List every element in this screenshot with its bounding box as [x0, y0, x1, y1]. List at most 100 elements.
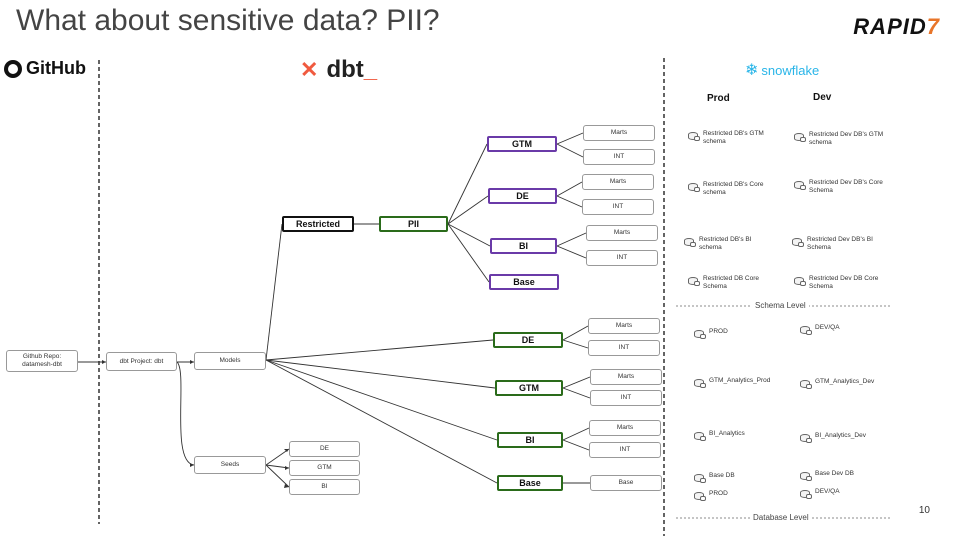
- database-icon: [684, 237, 696, 247]
- database-icon: [800, 325, 812, 335]
- database-icon: [688, 182, 700, 192]
- github-icon: [4, 59, 22, 78]
- arrow-seeds-gtm: [285, 466, 289, 470]
- schema-dev-label: Restricted Dev DB's GTM schema: [809, 131, 884, 147]
- connector-pii-de: [447, 195, 489, 225]
- github-logo-text: GitHub: [26, 58, 86, 78]
- dbt-project-node: dbt Project: dbt: [106, 352, 177, 371]
- database-icon: [694, 431, 706, 441]
- connector-models-de: [265, 339, 494, 361]
- gtm-node: GTM: [495, 380, 563, 396]
- dbt-icon: ✕: [300, 57, 319, 82]
- schema-dev-item: Restricted Dev DB's BI Schema: [792, 236, 884, 252]
- dbt-logo: ✕ dbt_: [300, 56, 377, 84]
- database-icon: [794, 180, 806, 190]
- connector-seeds-bi: [265, 464, 290, 488]
- connector-models-restricted: [265, 223, 283, 361]
- db-prod-item: Base DB: [694, 472, 774, 483]
- connector-pii-de-marts: [556, 181, 583, 197]
- connector-seeds-de: [265, 448, 290, 466]
- database-icon: [794, 132, 806, 142]
- pii-de-node: DE: [488, 188, 557, 204]
- pii-bi-int-node: INT: [586, 250, 658, 266]
- pii-de-int-node: INT: [582, 199, 654, 215]
- connector-pii-base: [447, 223, 490, 283]
- schema-dev-item: Restricted Dev DB Core Schema: [794, 275, 884, 291]
- connector-pii-bi-marts: [556, 232, 587, 247]
- gtm-int-node: INT: [590, 390, 662, 406]
- db-prod-label: Base DB: [709, 472, 735, 479]
- schema-prod-item: Restricted DB's Core schema: [688, 181, 768, 197]
- db-prod-label: PROD: [709, 328, 728, 335]
- de-marts-node: Marts: [588, 318, 660, 334]
- db-dev-label: DEV/QA: [815, 488, 840, 495]
- database-icon: [800, 379, 812, 389]
- schema-dev-label: Restricted Dev DB's Core Schema: [809, 179, 883, 195]
- connector-pii-bi-int: [556, 245, 587, 259]
- db-dev-label: BI_Analytics_Dev: [815, 432, 866, 439]
- models-node: Models: [194, 352, 266, 370]
- connector-models-gtm: [265, 359, 496, 389]
- db-prod-item: PROD: [694, 328, 774, 339]
- pii-gtm-marts-node: Marts: [583, 125, 655, 141]
- prod-column-header: Prod: [707, 93, 730, 104]
- slide-title: What about sensitive data? PII?: [16, 4, 440, 37]
- db-dev-item: BI_Analytics_Dev: [800, 432, 890, 443]
- arrow-project-seeds: [190, 463, 194, 467]
- snowflake-icon: ❄: [745, 62, 759, 79]
- arrow-repo-project: [102, 360, 106, 364]
- db-prod-item: PROD: [694, 490, 774, 501]
- database-icon: [800, 433, 812, 443]
- schema-dev-item: Restricted Dev DB's Core Schema: [794, 179, 884, 195]
- arrow-seeds-bi: [284, 484, 289, 488]
- schema-prod-label: Restricted DB Core Schema: [703, 275, 759, 291]
- de-node: DE: [493, 332, 563, 348]
- db-prod-label: GTM_Analytics_Prod: [709, 377, 771, 384]
- gtm-marts-node: Marts: [590, 369, 662, 385]
- database-icon: [688, 276, 700, 286]
- pii-node: PII: [379, 216, 448, 232]
- db-dev-item: DEV/QA: [800, 488, 880, 499]
- dev-column-header: Dev: [813, 92, 832, 103]
- base-node: Base: [497, 475, 563, 491]
- bi-int-node: INT: [589, 442, 661, 458]
- schema-level-label: Schema Level: [752, 301, 809, 310]
- brand-main: RAPID: [853, 14, 927, 39]
- database-icon: [694, 329, 706, 339]
- connector-bi-marts: [562, 427, 590, 441]
- schema-prod-label: Restricted DB's GTM schema: [703, 130, 764, 146]
- db-dev-item: Base Dev DB: [800, 470, 885, 481]
- schema-dev-label: Restricted Dev DB Core Schema: [809, 275, 879, 291]
- database-icon: [794, 276, 806, 286]
- base-leaf-node: Base: [590, 475, 662, 491]
- github-repo-node: Github Repo: datamesh-dbt: [6, 350, 78, 372]
- db-dev-label: GTM_Analytics_Dev: [815, 378, 875, 385]
- bi-marts-node: Marts: [589, 420, 661, 436]
- connector-project-seeds: [176, 361, 195, 466]
- connector-de-int: [562, 339, 589, 349]
- schema-prod-label: Restricted DB's Core schema: [703, 181, 764, 197]
- arrow-project-models: [190, 360, 194, 364]
- restricted-node: Restricted: [282, 216, 354, 232]
- pii-bi-node: BI: [490, 238, 557, 254]
- schema-dev-item: Restricted Dev DB's GTM schema: [794, 131, 884, 147]
- connector-models-bi: [265, 359, 498, 441]
- schema-prod-label: Restricted DB's BI schema: [699, 236, 752, 252]
- connector-bi-int: [562, 439, 590, 451]
- db-dev-label: DEV/QA: [815, 324, 840, 331]
- database-icon: [694, 491, 706, 501]
- dbt-logo-text: dbt: [326, 56, 364, 83]
- snowflake-logo-text: snowflake: [761, 62, 820, 78]
- schema-prod-item: Restricted DB's BI schema: [684, 236, 764, 252]
- connector-pii-bi: [447, 223, 491, 247]
- database-icon: [800, 489, 812, 499]
- snowflake-logo: ❄snowflake: [745, 60, 819, 80]
- dbt-logo-underscore: _: [363, 56, 378, 83]
- pii-de-marts-node: Marts: [582, 174, 654, 190]
- page-number: 10: [918, 505, 930, 516]
- connector-gtm-marts: [562, 376, 591, 389]
- rapid7-logo: RAPID7: [853, 14, 940, 40]
- pii-gtm-node: GTM: [487, 136, 557, 152]
- database-icon: [792, 237, 804, 247]
